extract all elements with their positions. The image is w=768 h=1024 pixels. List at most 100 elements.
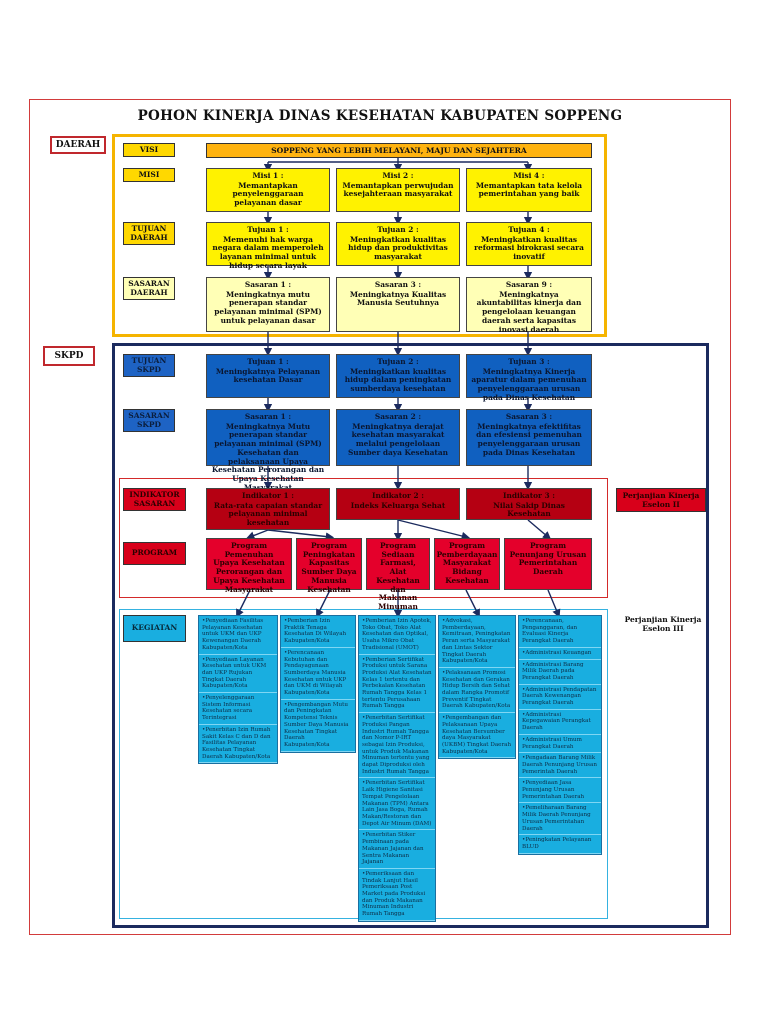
program-box: Program Sediaan Farmasi, Alat Kesehatan … <box>366 538 430 611</box>
tujuan-head: Tujuan 2 : <box>377 225 419 234</box>
kegiatan-item: Pemberian Izin Praktik Tenaga Kesehatan … <box>281 616 355 648</box>
sasaran-skpd-box: Sasaran 1 : Meningkatnya Mutu penerapan … <box>206 409 330 492</box>
kegiatan-item: Administrasi Umum Perangkat Daerah <box>519 734 601 754</box>
kegiatan-item: Perencanaan Kebutuhan dan Pendayagunaan … <box>281 647 355 700</box>
tujuan-head: Tujuan 1 : <box>247 357 289 366</box>
kegiatan-item: Administrasi Kepegawaian Perangkat Daera… <box>519 709 601 735</box>
kegiatan-item: Perencanaan, Penganggaran, dan Evaluasi … <box>519 616 601 648</box>
tujuan-daerah-box: Tujuan 4 : Meningkatkan kualitas reforma… <box>466 222 592 266</box>
outer-frame <box>29 99 731 935</box>
kegiatan-item: Penyediaan Fasilitas Pelayanan Kesehatan… <box>199 616 277 655</box>
misi-head: Misi 2 : <box>382 171 414 180</box>
tujuan-body: Meningkatnya Pelayanan kesehatan Dasar <box>215 366 321 385</box>
misi-box: Misi 1 : Memantapkan penyelenggaraan pel… <box>206 168 330 212</box>
sasaran-body: Meningkatnya Kualitas Manusia Seutuhnya <box>349 289 447 308</box>
misi-body: Memantapkan perwujudan kesejahteraan mas… <box>342 180 454 199</box>
tujuan-head: Tujuan 2 : <box>377 357 419 366</box>
misi-body: Memantapkan penyelenggaraan pelayanan da… <box>232 180 304 208</box>
kegiatan-item: Penerbitan Sertifikat Produksi Pangan In… <box>359 713 435 779</box>
tujuan-skpd-box: Tujuan 3 : Meningkatnya Kinerja aparatur… <box>466 354 592 402</box>
kegiatan-item: Pemeliharaan Barang Milik Daerah Penunja… <box>519 803 601 836</box>
kegiatan-item: Penyediaan Layanan Kesehatan untuk UKM d… <box>199 654 277 694</box>
tujuan-body: Memenuhi hak warga negara dalam memperol… <box>212 234 324 270</box>
sasaran-head: Sasaran 2 : <box>374 412 422 421</box>
kegiatan-column: Advokasi, Pemberdayaan, Kemitraan, Penin… <box>438 615 516 760</box>
label-indikator-sasaran: INDIKATOR SASARAN <box>123 488 186 511</box>
sasaran-body: Meningkatnya Mutu penerapan standar pela… <box>211 421 325 492</box>
kegiatan-column: Penyediaan Fasilitas Pelayanan Kesehatan… <box>198 615 278 765</box>
misi-head: Misi 4 : <box>513 171 545 180</box>
indikator-program-frame <box>119 478 608 598</box>
kegiatan-item: Pengembangan Mutu dan Peningkatan Kompet… <box>281 699 355 752</box>
indikator-box: Indikator 2 : Indeks Keluarga Sehat <box>336 488 460 520</box>
kegiatan-item: Penyelenggaraan Sistem Informasi Kesehat… <box>199 693 277 725</box>
sasaran-head: Sasaran 3 : <box>374 280 422 289</box>
tujuan-daerah-box: Tujuan 2 : Meningkatkan kualitas hidup d… <box>336 222 460 266</box>
tujuan-head: Tujuan 1 : <box>247 225 289 234</box>
kegiatan-item: Penerbitan Stiker Pembinaan pada Makanan… <box>359 830 435 869</box>
label-sasaran-daerah: SASARAN DAERAH <box>123 277 175 300</box>
label-tujuan-skpd: TUJUAN SKPD <box>123 354 175 377</box>
sasaran-body: Meningkatnya efektifitas dan efesiensi p… <box>476 421 582 457</box>
misi-box: Misi 4 : Memantapkan tata kelola pemerin… <box>466 168 592 212</box>
kegiatan-column: Pemberian Izin Praktik Tenaga Kesehatan … <box>280 615 356 753</box>
kegiatan-column: Pemberian Izin Apotek, Toko Obat, Toko A… <box>358 615 436 922</box>
page-title: POHON KINERJA DINAS KESEHATAN KABUPATEN … <box>137 108 623 124</box>
tujuan-body: Meningkatnya Kinerja aparatur dalam peme… <box>471 366 587 402</box>
kegiatan-item: Pemberian Izin Apotek, Toko Obat, Toko A… <box>359 616 435 655</box>
sasaran-skpd-box: Sasaran 3 : Meningkatnya efektifitas dan… <box>466 409 592 466</box>
sasaran-daerah-box: Sasaran 9 : Meningkatnya akuntabilitas k… <box>466 277 592 334</box>
kegiatan-item: Penerbitan Sertifikat Laik Higiene Sanit… <box>359 778 435 831</box>
tujuan-body: Meningkatkan kualitas hidup dan produkti… <box>348 234 448 262</box>
sasaran-head: Sasaran 3 : <box>505 412 553 421</box>
sasaran-daerah-box: Sasaran 3 : Meningkatnya Kualitas Manusi… <box>336 277 460 332</box>
kegiatan-item: Pengadaan Barang Milik Daerah Penunjang … <box>519 753 601 779</box>
tujuan-head: Tujuan 3 : <box>508 357 550 366</box>
indikator-head: Indikator 2 : <box>372 491 424 500</box>
tujuan-daerah-box: Tujuan 1 : Memenuhi hak warga negara dal… <box>206 222 330 270</box>
kegiatan-item: Administrasi Barang Milik Daerah pada Pe… <box>519 659 601 685</box>
tujuan-head: Tujuan 4 : <box>508 225 550 234</box>
sasaran-head: Sasaran 1 : <box>244 412 292 421</box>
program-box: Program Peningkatan Kapasitas Sumber Day… <box>296 538 362 594</box>
tujuan-skpd-box: Tujuan 2 : Meningkatkan kualitas hidup d… <box>336 354 460 398</box>
kegiatan-item: Peningkatan Pelayanan BLUD <box>519 835 601 854</box>
indikator-box: Indikator 3 : Nilai Sakip Dinas Kesehata… <box>466 488 592 520</box>
perjanjian-eselon-3: Perjanjian Kinerja Eselon III <box>624 615 702 633</box>
kegiatan-item: Pemeriksaan dan Tindak Lanjut Hasil Peme… <box>359 868 435 921</box>
sasaran-body: Meningkatnya derajat kesehatan masyaraka… <box>347 421 449 457</box>
daerah-frame <box>112 134 607 337</box>
visi-statement: SOPPENG YANG LEBIH MELAYANI, MAJU DAN SE… <box>206 143 592 158</box>
misi-box: Misi 2 : Memantapkan perwujudan kesejaht… <box>336 168 460 212</box>
kegiatan-item: Pemberian Sertifikat Produksi untuk Sara… <box>359 654 435 714</box>
program-box: Program Pemberdayaan Masyarakat Bidang K… <box>434 538 500 590</box>
skpd-frame <box>112 343 709 928</box>
perjanjian-eselon-2: Perjanjian Kinerja Eselon II <box>616 488 706 512</box>
indikator-body: Indeks Keluarga Sehat <box>350 500 446 510</box>
sasaran-skpd-box: Sasaran 2 : Meningkatnya derajat kesehat… <box>336 409 460 466</box>
label-program: PROGRAM <box>123 542 186 565</box>
kegiatan-item: Penyediaan Jasa Penunjang Urusan Pemerin… <box>519 778 601 804</box>
kegiatan-item: Pengembangan dan Pelaksanaan Upaya Keseh… <box>439 713 515 759</box>
kegiatan-item: Penerbitan Izin Rumah Sakit Kelas C dan … <box>199 724 277 764</box>
program-box: Program Pemenuhan Upaya Kesehatan Perora… <box>206 538 292 594</box>
indikator-head: Indikator 1 : <box>242 491 294 500</box>
skpd-tag: SKPD <box>43 346 95 366</box>
program-box: Program Penunjang Urusan Pemerintahan Da… <box>504 538 592 590</box>
indikator-box: Indikator 1 : Rata-rata capaian standar … <box>206 488 330 530</box>
tujuan-body: Meningkatkan kualitas reformasi birokras… <box>474 234 584 262</box>
label-kegiatan: KEGIATAN <box>123 615 186 642</box>
kegiatan-item: Administrasi Pendapatan Daerah Kewenanga… <box>519 684 601 710</box>
sasaran-body: Meningkatnya mutu penerapan standar pela… <box>214 289 322 325</box>
indikator-body: Nilai Sakip Dinas Kesehatan <box>493 500 565 519</box>
misi-head: Misi 1 : <box>252 171 284 180</box>
daerah-tag: DAERAH <box>50 136 106 154</box>
kegiatan-item: Administrasi Keuangan <box>519 647 601 660</box>
sasaran-head: Sasaran 1 : <box>244 280 292 289</box>
kegiatan-column: Perencanaan, Penganggaran, dan Evaluasi … <box>518 615 602 855</box>
misi-body: Memantapkan tata kelola pemerintahan yan… <box>475 180 583 199</box>
kegiatan-item: Pelaksanaan Promosi Kesehatan dan Geraka… <box>439 667 515 714</box>
label-misi: MISI <box>123 168 175 182</box>
sasaran-body: Meningkatnya akuntabilitas kinerja dan p… <box>476 289 582 334</box>
